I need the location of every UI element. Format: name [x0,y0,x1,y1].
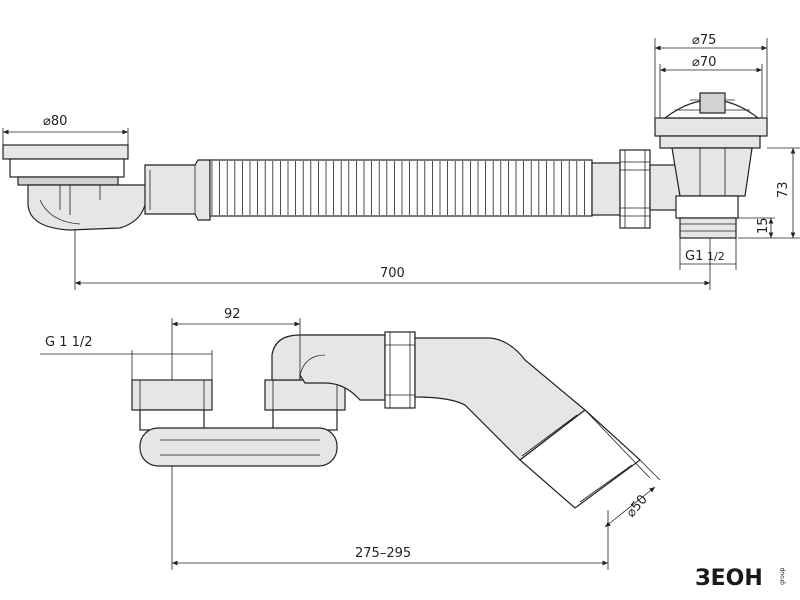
dim-g112: G1 1/2 [679,238,737,270]
dim-275-295: 275–295 [171,466,609,570]
corrugated-hose [209,159,593,217]
dim-d75: ⌀75 [654,33,768,118]
label-73: 73 [776,181,791,198]
left-spigot [131,379,213,431]
label-g-1-1-2: G 1 1/2 [45,335,93,350]
logo-brand-text: ЗЕОН [695,566,763,591]
angled-outlet [414,337,641,509]
label-700: 700 [380,266,405,281]
bottom-view: 92 G 1 1/2 275–295 ⌀50 [40,307,661,570]
top-view: ⌀80 ⌀75 ⌀70 700 73 [2,33,800,290]
dim-73: 73 [738,147,800,239]
logo-tagline: group [779,567,786,585]
label-92: 92 [224,307,241,322]
label-d75: ⌀75 [692,33,716,48]
label-d50: ⌀50 [624,492,651,520]
dim-15: 15 [738,217,775,238]
right-valve [654,92,768,239]
dim-g-1-1-2: G 1 1/2 [40,335,213,380]
trap-body [139,427,338,467]
label-g1: G1 [685,249,703,264]
label-15: 15 [756,217,771,234]
left-connector [144,159,211,221]
label-d70: ⌀70 [692,55,716,70]
dim-d80: ⌀80 [2,114,129,145]
coupling-nut [384,331,416,409]
label-d80: ⌀80 [43,114,67,129]
right-connector [591,149,681,229]
dim-92: 92 [171,307,301,380]
right-spigot [264,379,346,431]
label-g1-frac: 1/2 [707,250,725,263]
label-275-295: 275–295 [355,546,411,561]
dim-700: 700 [74,230,711,290]
brand-logo: ЗЕОН group [695,566,786,591]
left-outlet [2,144,151,231]
dim-d70: ⌀70 [659,55,763,118]
